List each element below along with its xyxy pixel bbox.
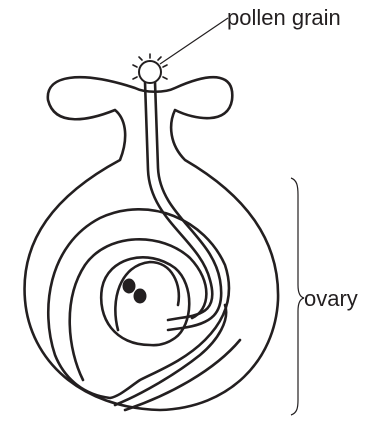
ovary-brace bbox=[291, 178, 304, 415]
pollen-grain bbox=[133, 54, 167, 83]
ovary-label: ovary bbox=[304, 288, 358, 310]
pollen-label-leader bbox=[160, 18, 228, 64]
pollen-grain-label: pollen grain bbox=[227, 7, 341, 29]
ovule-inner-integument bbox=[70, 239, 207, 380]
funicle-inner bbox=[125, 340, 240, 410]
pistil-outline bbox=[25, 77, 279, 410]
egg-nuclei bbox=[123, 279, 147, 304]
ovule-outer-integument bbox=[48, 209, 229, 398]
